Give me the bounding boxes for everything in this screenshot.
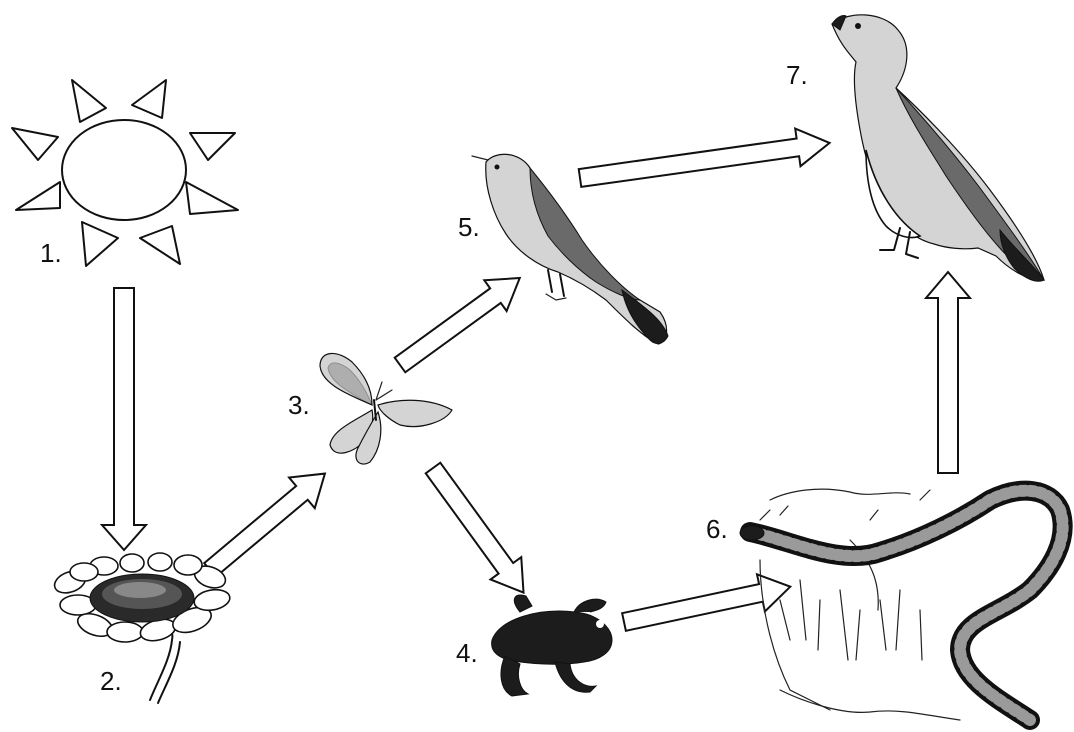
hawk-label: 7. bbox=[786, 60, 808, 90]
sun-label: 1. bbox=[40, 238, 62, 268]
arrow-flower-to-butterfly bbox=[197, 458, 338, 585]
flower-label: 2. bbox=[100, 666, 122, 696]
songbird-icon bbox=[472, 154, 668, 344]
arrow-songbird-to-hawk bbox=[577, 124, 832, 197]
butterfly-label: 3. bbox=[288, 390, 310, 420]
daisy-flower-icon bbox=[52, 553, 232, 703]
songbird-label: 5. bbox=[458, 212, 480, 242]
frog-icon bbox=[492, 595, 612, 696]
butterfly-icon bbox=[320, 353, 452, 464]
arrow-sun-to-flower bbox=[102, 288, 146, 550]
arrow-snake-to-hawk bbox=[926, 272, 970, 473]
arrow-butterfly-to-songbird bbox=[389, 263, 531, 381]
snake-icon bbox=[740, 489, 1063, 720]
frog-label: 4. bbox=[456, 638, 478, 668]
hawk-icon bbox=[832, 15, 1044, 281]
arrow-butterfly-to-frog bbox=[418, 457, 539, 604]
snake-label: 6. bbox=[706, 514, 728, 544]
